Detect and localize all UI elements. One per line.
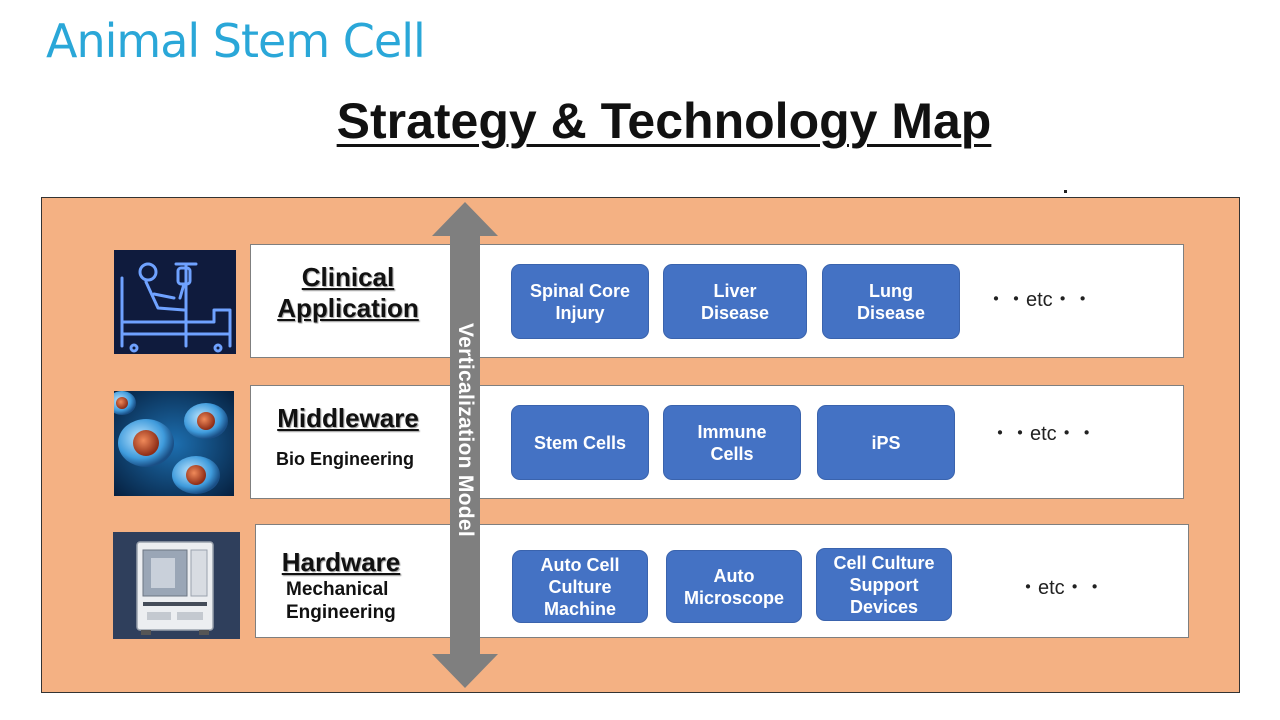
hospital-bed-patient-icon [114,250,236,354]
brand-logo-text: Animal Stem Cell [46,14,426,68]
item-chip[interactable]: Auto Microscope [666,550,802,623]
verticalization-label: Verticalization Model [454,323,477,538]
stray-dot [1064,190,1067,193]
verticalization-arrow [430,200,500,690]
layer-subtitle-middleware: Bio Engineering [276,449,415,469]
layer-heading-line: Application [277,293,419,323]
item-chip[interactable]: Cell Culture Support Devices [816,548,952,621]
layer-heading-middleware: Middleware [277,403,419,433]
item-chip[interactable]: Lung Disease [822,264,960,339]
item-chip[interactable]: Liver Disease [663,264,807,339]
etc-label: ・・etc・・ [990,423,1097,445]
item-chip[interactable]: Spinal Core Injury [511,264,649,339]
stem-cells-image [114,391,234,496]
item-chip[interactable]: iPS [817,405,955,480]
layer-heading-line: Clinical [301,262,395,292]
layer-heading-clinical: Clinical Application [262,262,434,324]
item-chip[interactable]: Immune Cells [663,405,801,480]
cell-culture-machine-image [113,532,240,639]
layer-heading-hardware: Hardware [281,547,401,577]
etc-label: ・・etc・・ [986,289,1093,311]
etc-label: ・etc・・ [1018,577,1105,599]
page-title: Strategy & Technology Map [336,93,992,149]
item-chip[interactable]: Auto Cell Culture Machine [512,550,648,623]
item-chip[interactable]: Stem Cells [511,405,649,480]
layer-subtitle-hardware: Mechanical Engineering [286,579,396,623]
